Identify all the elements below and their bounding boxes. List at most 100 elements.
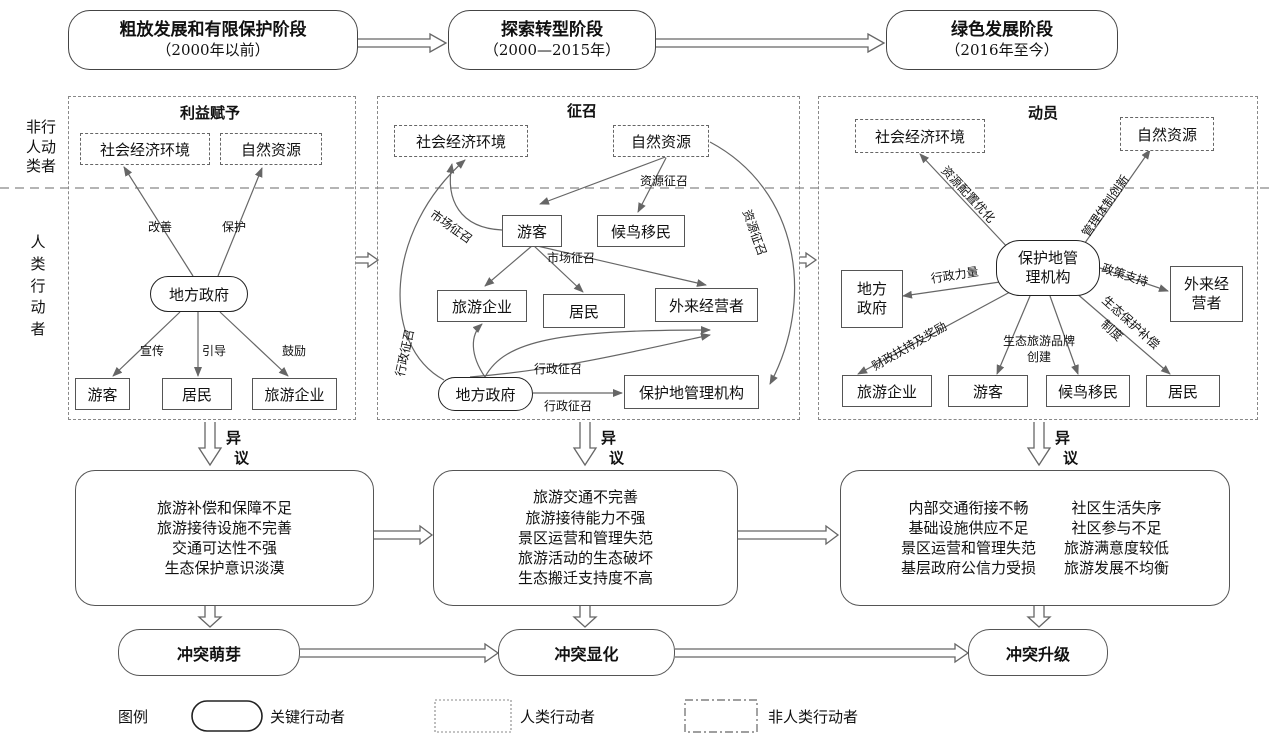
panel1-edge-improve: 改善: [148, 220, 173, 234]
panel3-resident-node: 居民: [1146, 375, 1220, 407]
panel-frame-3: [818, 96, 1258, 420]
side-label-line: 行: [30, 276, 46, 295]
side-label-line: 者: [30, 320, 46, 338]
stage-header-2: 探索转型阶段 （2000—2015年）: [448, 10, 656, 70]
panel2-resident-node: 居民: [543, 294, 625, 328]
problem-item: 景区运营和管理失范: [900, 539, 1036, 557]
stage-title: 绿色发展阶段: [951, 20, 1053, 40]
nonhuman-actor-side-label: 非行 人动 类者: [22, 118, 60, 177]
problem-item: 基层政府公信力受损: [900, 559, 1036, 578]
panel3-env-node: 社会经济环境: [855, 119, 985, 153]
problem-item: 旅游活动的生态破坏: [517, 549, 653, 568]
legend-nonhuman-swatch: [684, 699, 758, 733]
dissent-char: 议: [234, 449, 250, 468]
panel3-title: 动员: [1028, 104, 1059, 122]
key-line: 保护地管: [1017, 248, 1078, 267]
side-label-line: 人动: [25, 137, 56, 156]
panel3-tourist-node: 游客: [948, 375, 1028, 407]
panel3-enterprise-node: 旅游企业: [842, 375, 932, 407]
panel2-edge-market: 市场征召: [547, 251, 596, 265]
dissent-char: 异: [601, 429, 617, 447]
node-line: 营者: [1191, 294, 1222, 312]
dissent-char: 议: [609, 449, 625, 468]
side-label-line: 类: [30, 254, 46, 273]
edge-line: 生态旅游品牌: [1003, 334, 1076, 348]
stage-period: （2000—2015年）: [483, 41, 621, 60]
conflict-stage-1: 冲突萌芽: [118, 629, 300, 676]
dissent-char: 异: [226, 429, 242, 447]
panel1-edges: [112, 166, 289, 377]
problems-box-1: 旅游补偿和保障不足 旅游接待设施不完善 交通可达性不强 生态保护意识淡漠: [75, 470, 374, 606]
panel3-local-gov-node: 地方 政府: [841, 270, 903, 328]
panel2-local-gov-node: 地方政府: [438, 377, 533, 411]
key-line: 理机构: [1025, 268, 1071, 286]
legend-nonhuman-label: 非人类行动者: [768, 708, 859, 726]
problem-column-right: 社区生活失序 社区参与不足 旅游满意度较低 旅游发展不均衡: [1064, 498, 1169, 579]
dissent-char: 议: [1063, 449, 1079, 468]
panel2-env-node: 社会经济环境: [394, 125, 528, 157]
panel1-local-gov-key-actor: 地方政府: [150, 276, 248, 312]
panel1-enterprise-node: 旅游企业: [252, 378, 337, 410]
panel2-edge-admin: 行政征召: [534, 362, 583, 376]
side-label-line: 非行: [25, 118, 56, 136]
problem-item: 生态保护意识淡漠: [164, 559, 285, 578]
panel2-title: 征召: [567, 102, 598, 120]
problem-item: 社区生活失序: [1071, 498, 1162, 517]
panel2-nature-node: 自然资源: [613, 125, 709, 157]
stage-header-3: 绿色发展阶段 （2016年至今）: [886, 10, 1118, 70]
human-actor-side-label: 人 类 行 动 者: [28, 232, 48, 341]
panel3-edges: [857, 149, 1171, 375]
problem-item: 旅游补偿和保障不足: [156, 498, 292, 517]
node-line: 外来经: [1183, 274, 1229, 293]
problem-item: 旅游接待能力不强: [525, 508, 646, 527]
panel3-migrant-node: 候鸟移民: [1046, 375, 1130, 407]
panel1-env-node: 社会经济环境: [80, 133, 210, 165]
panel1-title: 利益赋予: [180, 104, 241, 122]
panel3-agency-key-actor: 保护地管 理机构: [996, 240, 1100, 296]
panel1-resident-node: 居民: [162, 378, 232, 410]
side-label-line: 类者: [25, 157, 56, 175]
stage-header-1: 粗放发展和有限保护阶段 （2000年以前）: [68, 10, 358, 70]
panel-frame-1: [68, 96, 356, 420]
legend-title: 图例: [118, 708, 149, 726]
panel1-tourist-node: 游客: [75, 378, 130, 410]
legend-key-swatch: [191, 700, 263, 732]
panel2-edges: [399, 141, 796, 397]
problem-item: 生态搬迁支持度不高: [517, 569, 653, 588]
edge-line: 创建: [1027, 349, 1052, 364]
problem-item: 基础设施供应不足: [908, 518, 1029, 537]
side-label-line: 人: [30, 233, 46, 251]
panel-frame-2: [377, 96, 800, 420]
problems-box-2: 旅游交通不完善 旅游接待能力不强 景区运营和管理失范 旅游活动的生态破坏 生态搬…: [433, 470, 738, 606]
node-line: 政府: [856, 299, 887, 317]
dissent-char: 异: [1055, 429, 1071, 447]
problem-column-left: 内部交通衔接不畅 基础设施供应不足 景区运营和管理失范 基层政府公信力受损: [901, 498, 1036, 579]
stage-title: 粗放发展和有限保护阶段: [119, 20, 307, 40]
problem-item: 景区运营和管理失范: [517, 528, 653, 547]
panel2-agency-key-actor: 保护地管理机构: [624, 375, 759, 409]
problem-item: 旅游发展不均衡: [1064, 559, 1170, 578]
panel1-nature-node: 自然资源: [220, 133, 322, 165]
panel3-operator-node: 外来经 营者: [1170, 266, 1243, 322]
conflict-stage-2: 冲突显化: [498, 629, 675, 676]
stage-period: （2016年至今）: [945, 41, 1059, 60]
panel1-edge-protect: 保护: [222, 220, 247, 234]
panel1-edge-guide: 引导: [202, 344, 227, 358]
problem-item: 旅游交通不完善: [532, 488, 638, 507]
panel2-edge-admin: 行政征召: [544, 399, 593, 413]
panel3-nature-node: 自然资源: [1120, 117, 1214, 151]
dissent-label-3: 异 议: [1055, 428, 1079, 469]
panel2-tourist-node: 游客: [502, 215, 562, 247]
panel1-edge-encourage: 鼓励: [282, 344, 307, 358]
panel2-enterprise-node: 旅游企业: [437, 290, 527, 322]
side-label-line: 动: [30, 298, 46, 317]
problem-item: 旅游接待设施不完善: [156, 518, 292, 537]
panel2-operator-node: 外来经营者: [655, 288, 758, 322]
legend-human-label: 人类行动者: [520, 708, 596, 726]
node-line: 地方: [856, 279, 887, 298]
problem-item: 旅游满意度较低: [1064, 539, 1170, 557]
stage-title: 探索转型阶段: [501, 20, 603, 40]
panel2-migrant-node: 候鸟移民: [597, 215, 685, 247]
problem-item: 交通可达性不强: [171, 539, 277, 557]
